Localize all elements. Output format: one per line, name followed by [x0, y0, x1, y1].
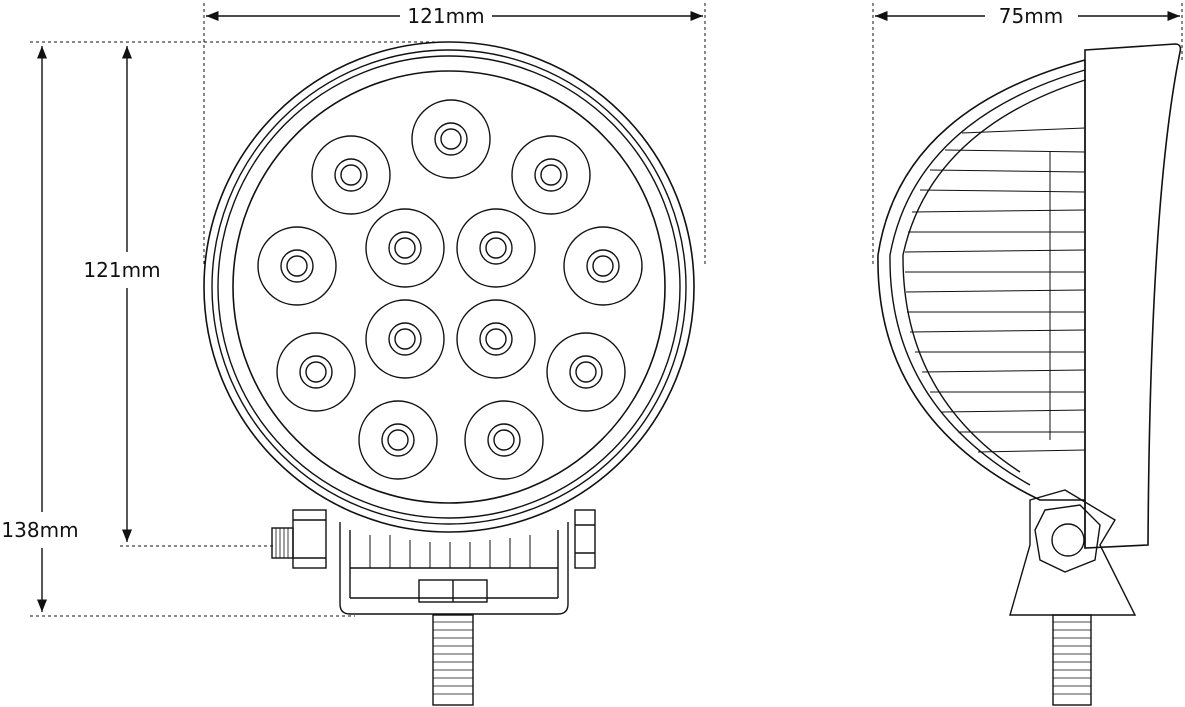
led — [563, 226, 643, 306]
led — [365, 299, 445, 379]
led — [257, 226, 337, 306]
front-bracket — [271, 509, 596, 615]
led-array — [257, 99, 643, 480]
led — [511, 135, 591, 215]
led — [456, 208, 536, 288]
side-bracket — [1009, 489, 1137, 616]
led — [358, 400, 438, 480]
front-height-label: 121mm — [83, 258, 160, 282]
led — [456, 299, 536, 379]
front-stud — [432, 614, 474, 706]
side-view — [877, 43, 1182, 706]
total-height-label: 138mm — [1, 518, 78, 542]
led — [276, 332, 356, 412]
dimension-lines — [30, 3, 1183, 617]
led — [311, 135, 391, 215]
side-depth-label: 75mm — [999, 4, 1063, 28]
led — [464, 400, 544, 480]
cooling-fins — [904, 127, 1086, 453]
led — [365, 208, 445, 288]
led — [411, 99, 491, 179]
front-width-label: 121mm — [407, 4, 484, 28]
side-stud — [1052, 614, 1092, 706]
led — [546, 332, 626, 412]
front-view — [203, 41, 695, 706]
